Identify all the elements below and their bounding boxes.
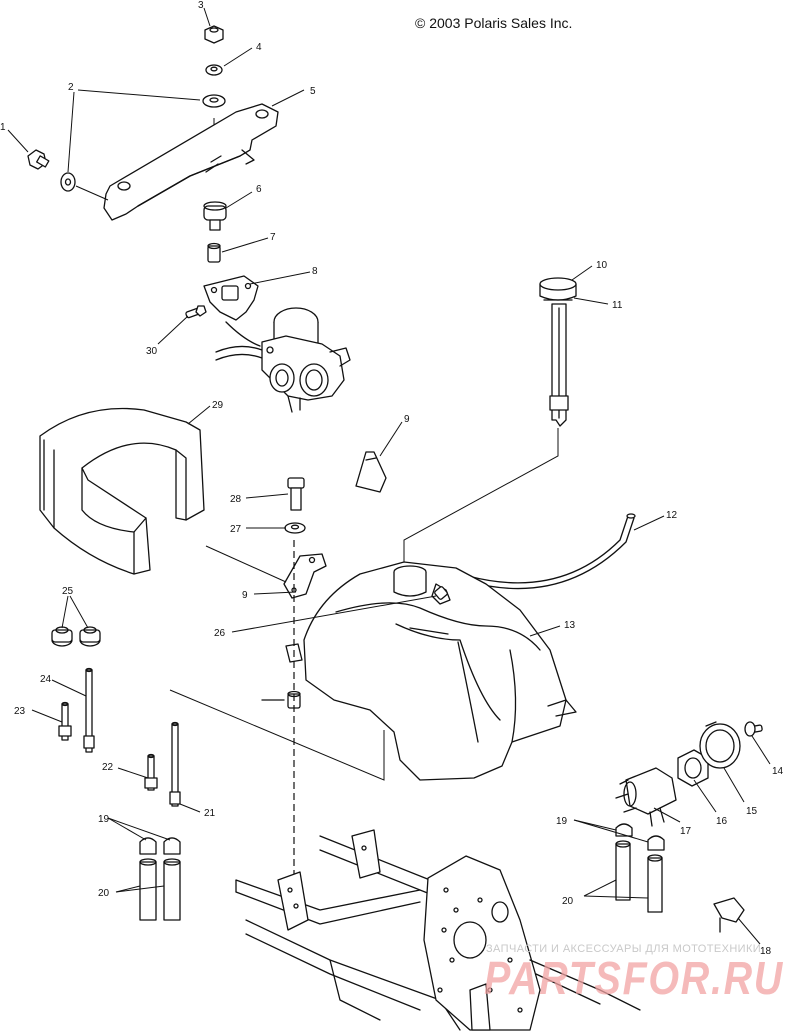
grommet-part-25 [51,626,101,647]
foam-pad-part-29 [39,407,205,575]
fuel-tank-part-13 [303,561,577,781]
carburetor [215,307,351,413]
nut-part-7 [207,242,221,263]
leader-lines [7,7,771,945]
callout-27: 27 [230,524,242,535]
lock-washer-part-4 [205,64,223,76]
stud-part-24 [83,667,95,753]
copyright-text: © 2003 Polaris Sales Inc. [415,15,572,31]
stud-part-21 [169,721,181,807]
fitting-part-26 [434,586,448,600]
callout-9-upper: 9 [404,414,410,425]
callout-14: 14 [772,766,784,777]
callout-4: 4 [256,42,262,53]
bracket-leader-line [205,545,287,583]
gauge-leader-line [403,428,559,562]
washer-part-2-top [202,94,226,108]
callout-15: 15 [746,806,758,817]
watermark-brand: PARTSFOR.RU [484,952,784,1004]
clip-part-9-upper [355,451,387,493]
stud-part-22 [144,753,158,791]
carburetor-bracket-part-8 [203,275,259,321]
callout-23: 23 [14,706,26,717]
callout-7: 7 [270,232,276,243]
callout-16: 16 [716,816,728,827]
cover-plate-part-15 [699,721,741,769]
callout-labels: 3 4 2 5 1 6 7 8 30 10 11 9 29 28 27 9 12… [0,0,784,957]
callout-8: 8 [312,266,318,277]
callout-29: 29 [212,400,224,411]
vent-hose-part-12 [467,513,636,590]
washer-part-27 [284,522,306,534]
cap-part-19-left [139,837,181,855]
callout-12: 12 [666,510,678,521]
bolt-axis-line [75,185,109,201]
gasket-part-16 [677,749,709,787]
callout-2-top: 2 [68,82,74,93]
bolt-part-1 [27,149,50,170]
clip-part-18 [713,897,745,933]
tank-bracket-part-9-lower [283,553,327,599]
callout-21: 21 [204,808,216,819]
frame [235,829,641,1031]
callout-19-right: 19 [556,816,568,827]
screw-part-30 [185,305,207,319]
screw-part-14 [744,721,763,737]
callout-22: 22 [102,762,114,773]
callout-9-lower: 9 [242,590,248,601]
nut-part-3 [204,25,224,44]
fuel-gauge-part-11 [549,303,569,427]
watermark: ЗАПЧАСТИ И АКСЕССУАРЫ ДЛЯ МОТОТЕХНИКИ PA… [484,943,784,1004]
mount-bracket-part-5 [103,103,279,221]
callout-6: 6 [256,184,262,195]
callout-13: 13 [564,620,576,631]
callout-19-left: 19 [98,814,110,825]
washer-part-2-left [60,172,76,192]
subassembly-outline [169,689,385,781]
callout-26: 26 [214,628,226,639]
callout-20-right: 20 [562,896,574,907]
callout-20-left: 20 [98,888,110,899]
callout-3: 3 [198,0,204,11]
tube-part-20-right [615,840,663,913]
tube-part-20-left [139,858,181,921]
callout-28: 28 [230,494,242,505]
callout-10: 10 [596,260,608,271]
callout-24: 24 [40,674,52,685]
callout-25: 25 [62,586,74,597]
isolator-mount-part-6 [203,201,227,231]
cap-part-19-right [615,823,665,851]
callout-30: 30 [146,346,158,357]
callout-17: 17 [680,826,692,837]
callout-18: 18 [760,946,772,957]
fuel-pump-part-17 [615,767,677,827]
callout-11: 11 [612,300,623,311]
fuel-cap-part-10 [539,277,577,301]
callout-5: 5 [310,86,316,97]
watermark-tagline: ЗАПЧАСТИ И АКСЕССУАРЫ ДЛЯ МОТОТЕХНИКИ [486,943,761,955]
callout-1: 1 [0,122,6,133]
bolt-part-28 [287,477,305,511]
